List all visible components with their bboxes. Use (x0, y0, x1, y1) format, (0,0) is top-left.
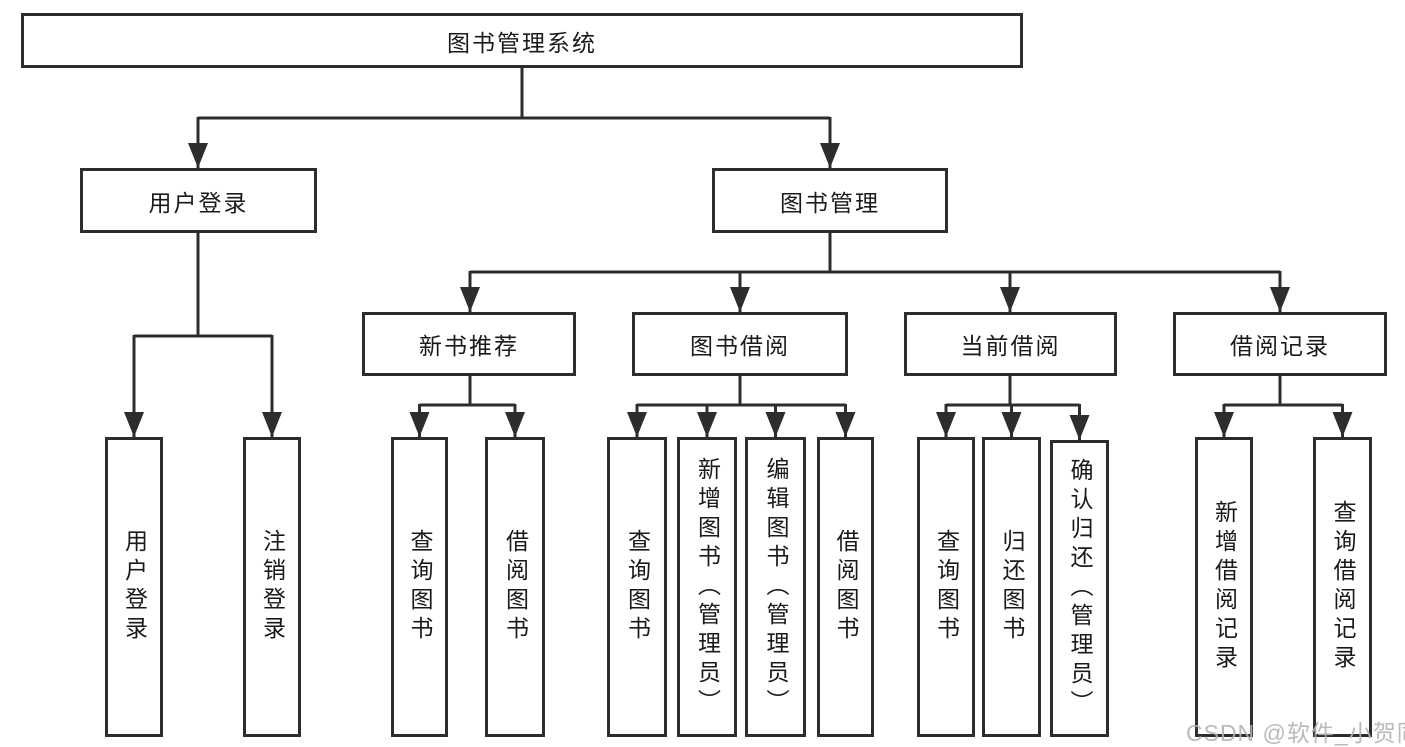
node-current-borrow: 当前借阅 (904, 312, 1117, 376)
node-label: 借阅图书 (502, 529, 529, 645)
leaf-query-borrow-record: 查询借阅记录 (1313, 437, 1372, 737)
leaf-borrow-books: 借阅图书 (817, 437, 874, 737)
node-label: 用户登录 (148, 189, 249, 216)
leaf-borrow-books-recommend: 借阅图书 (485, 437, 545, 737)
leaf-query-books-borrow: 查询图书 (607, 437, 667, 737)
node-label: 借阅记录 (1230, 333, 1330, 359)
node-label: 查询图书 (624, 529, 651, 645)
csdn-watermark: CSDN @软件_小贺同学 (1186, 720, 1405, 746)
node-label: 注销登录 (259, 529, 286, 645)
node-user-login: 用户登录 (80, 168, 317, 233)
node-label: 新书推荐 (419, 333, 519, 359)
node-book-borrow: 图书借阅 (632, 312, 848, 376)
leaf-add-borrow-record: 新增借阅记录 (1195, 437, 1253, 737)
node-label: 查询图书 (933, 529, 960, 645)
node-label: 当前借阅 (960, 333, 1061, 359)
node-label: 借阅图书 (833, 529, 859, 645)
leaf-edit-books-admin: 编辑图书（管理员） (745, 437, 806, 737)
node-label: 编辑图书（管理员） (763, 456, 789, 718)
node-label: 归还图书 (999, 529, 1025, 645)
node-label: 新增图书（管理员） (694, 456, 721, 718)
node-label: 图书借阅 (690, 333, 790, 359)
node-label: 查询图书 (407, 529, 433, 645)
leaf-query-books-recommend: 查询图书 (391, 437, 448, 737)
leaf-user-login: 用户登录 (105, 437, 163, 737)
node-label: 确认归还（管理员） (1067, 458, 1093, 719)
node-new-book-recommend: 新书推荐 (362, 312, 576, 376)
leaf-return-books: 归还图书 (982, 437, 1041, 737)
node-label: 图书管理系统 (447, 29, 597, 56)
node-label: 用户登录 (121, 529, 148, 645)
node-library-system-root: 图书管理系统 (21, 13, 1023, 68)
leaf-confirm-return-admin: 确认归还（管理员） (1050, 440, 1109, 737)
node-book-management: 图书管理 (712, 168, 948, 233)
leaf-logout: 注销登录 (243, 437, 301, 737)
leaf-query-books-current: 查询图书 (917, 437, 975, 737)
node-borrow-records: 借阅记录 (1173, 312, 1387, 376)
node-label: 图书管理 (780, 189, 880, 216)
node-label: 查询借阅记录 (1330, 500, 1356, 674)
leaf-add-books-admin: 新增图书（管理员） (677, 437, 737, 737)
node-label: 新增借阅记录 (1211, 500, 1238, 674)
